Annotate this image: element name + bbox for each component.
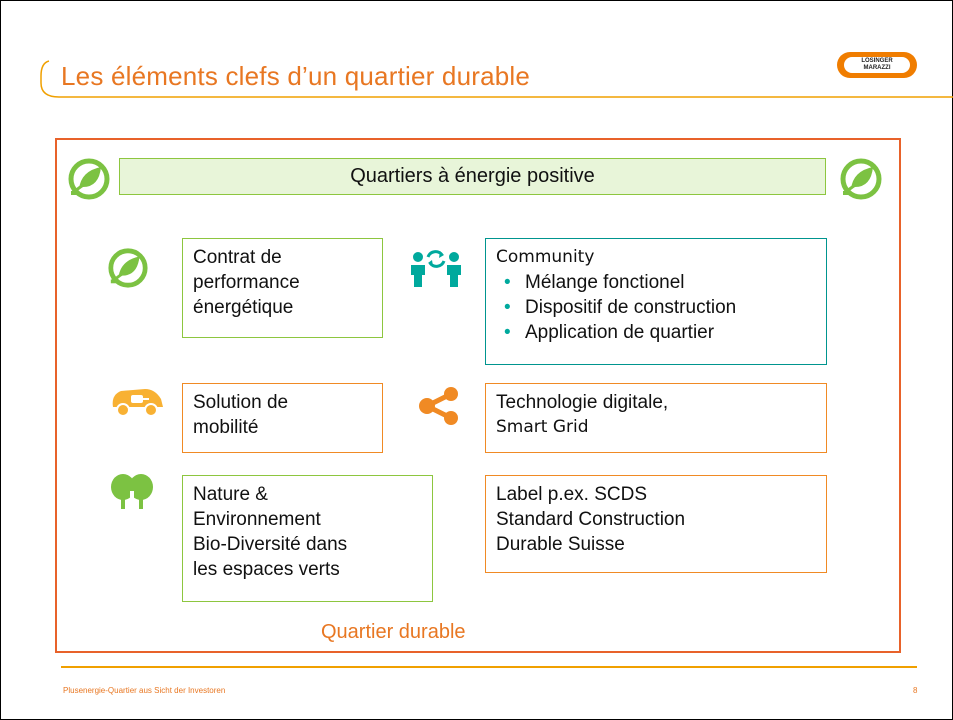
- electric-car-icon: [112, 389, 163, 417]
- share-network-icon: [419, 387, 458, 425]
- box-community: Community •Mélange fonctionel •Dispositi…: [485, 238, 827, 365]
- page-title: Les éléments clefs d’un quartier durable: [61, 61, 531, 91]
- logo-line2: MARAZZI: [863, 65, 891, 71]
- banner-positive-energy: Quartiers à énergie positive: [119, 158, 826, 195]
- company-logo: LOSINGER MARAZZI: [837, 52, 917, 78]
- box-nature: Nature & Environnement Bio-Diversité dan…: [182, 475, 433, 602]
- footer-text: Plusenergie-Quartier aus Sicht der Inves…: [63, 686, 226, 695]
- title-accent-curve: [40, 60, 953, 98]
- tech-line1: Technologie digitale,: [496, 392, 669, 413]
- energy-leaf-icon: [108, 248, 148, 288]
- page-number: 8: [913, 686, 918, 695]
- community-item: •Mélange fonctionel: [504, 272, 685, 293]
- box-technologie: Technologie digitale, Smart Grid: [485, 383, 827, 453]
- people-exchange-icon: [411, 250, 461, 287]
- box-contrat-performance: Contrat de performance énergétique: [182, 238, 383, 338]
- box-mobilite: Solution de mobilité: [182, 383, 383, 453]
- energy-leaf-icon: [840, 158, 882, 200]
- community-list: •Mélange fonctionel •Dispositif de const…: [496, 270, 816, 345]
- footer-divider: [61, 666, 917, 668]
- frame-label: Quartier durable: [321, 621, 466, 643]
- trees-icon: [111, 474, 153, 509]
- logo-line1: LOSINGER: [861, 58, 893, 64]
- community-item: •Dispositif de construction: [504, 297, 737, 318]
- tech-line2: Smart Grid: [496, 417, 589, 437]
- community-item: •Application de quartier: [504, 322, 715, 343]
- community-title: Community: [496, 247, 595, 267]
- quartier-durable-frame: [55, 138, 901, 653]
- box-label: Label p.ex. SCDS Standard Construction D…: [485, 475, 827, 573]
- energy-leaf-icon: [68, 158, 110, 200]
